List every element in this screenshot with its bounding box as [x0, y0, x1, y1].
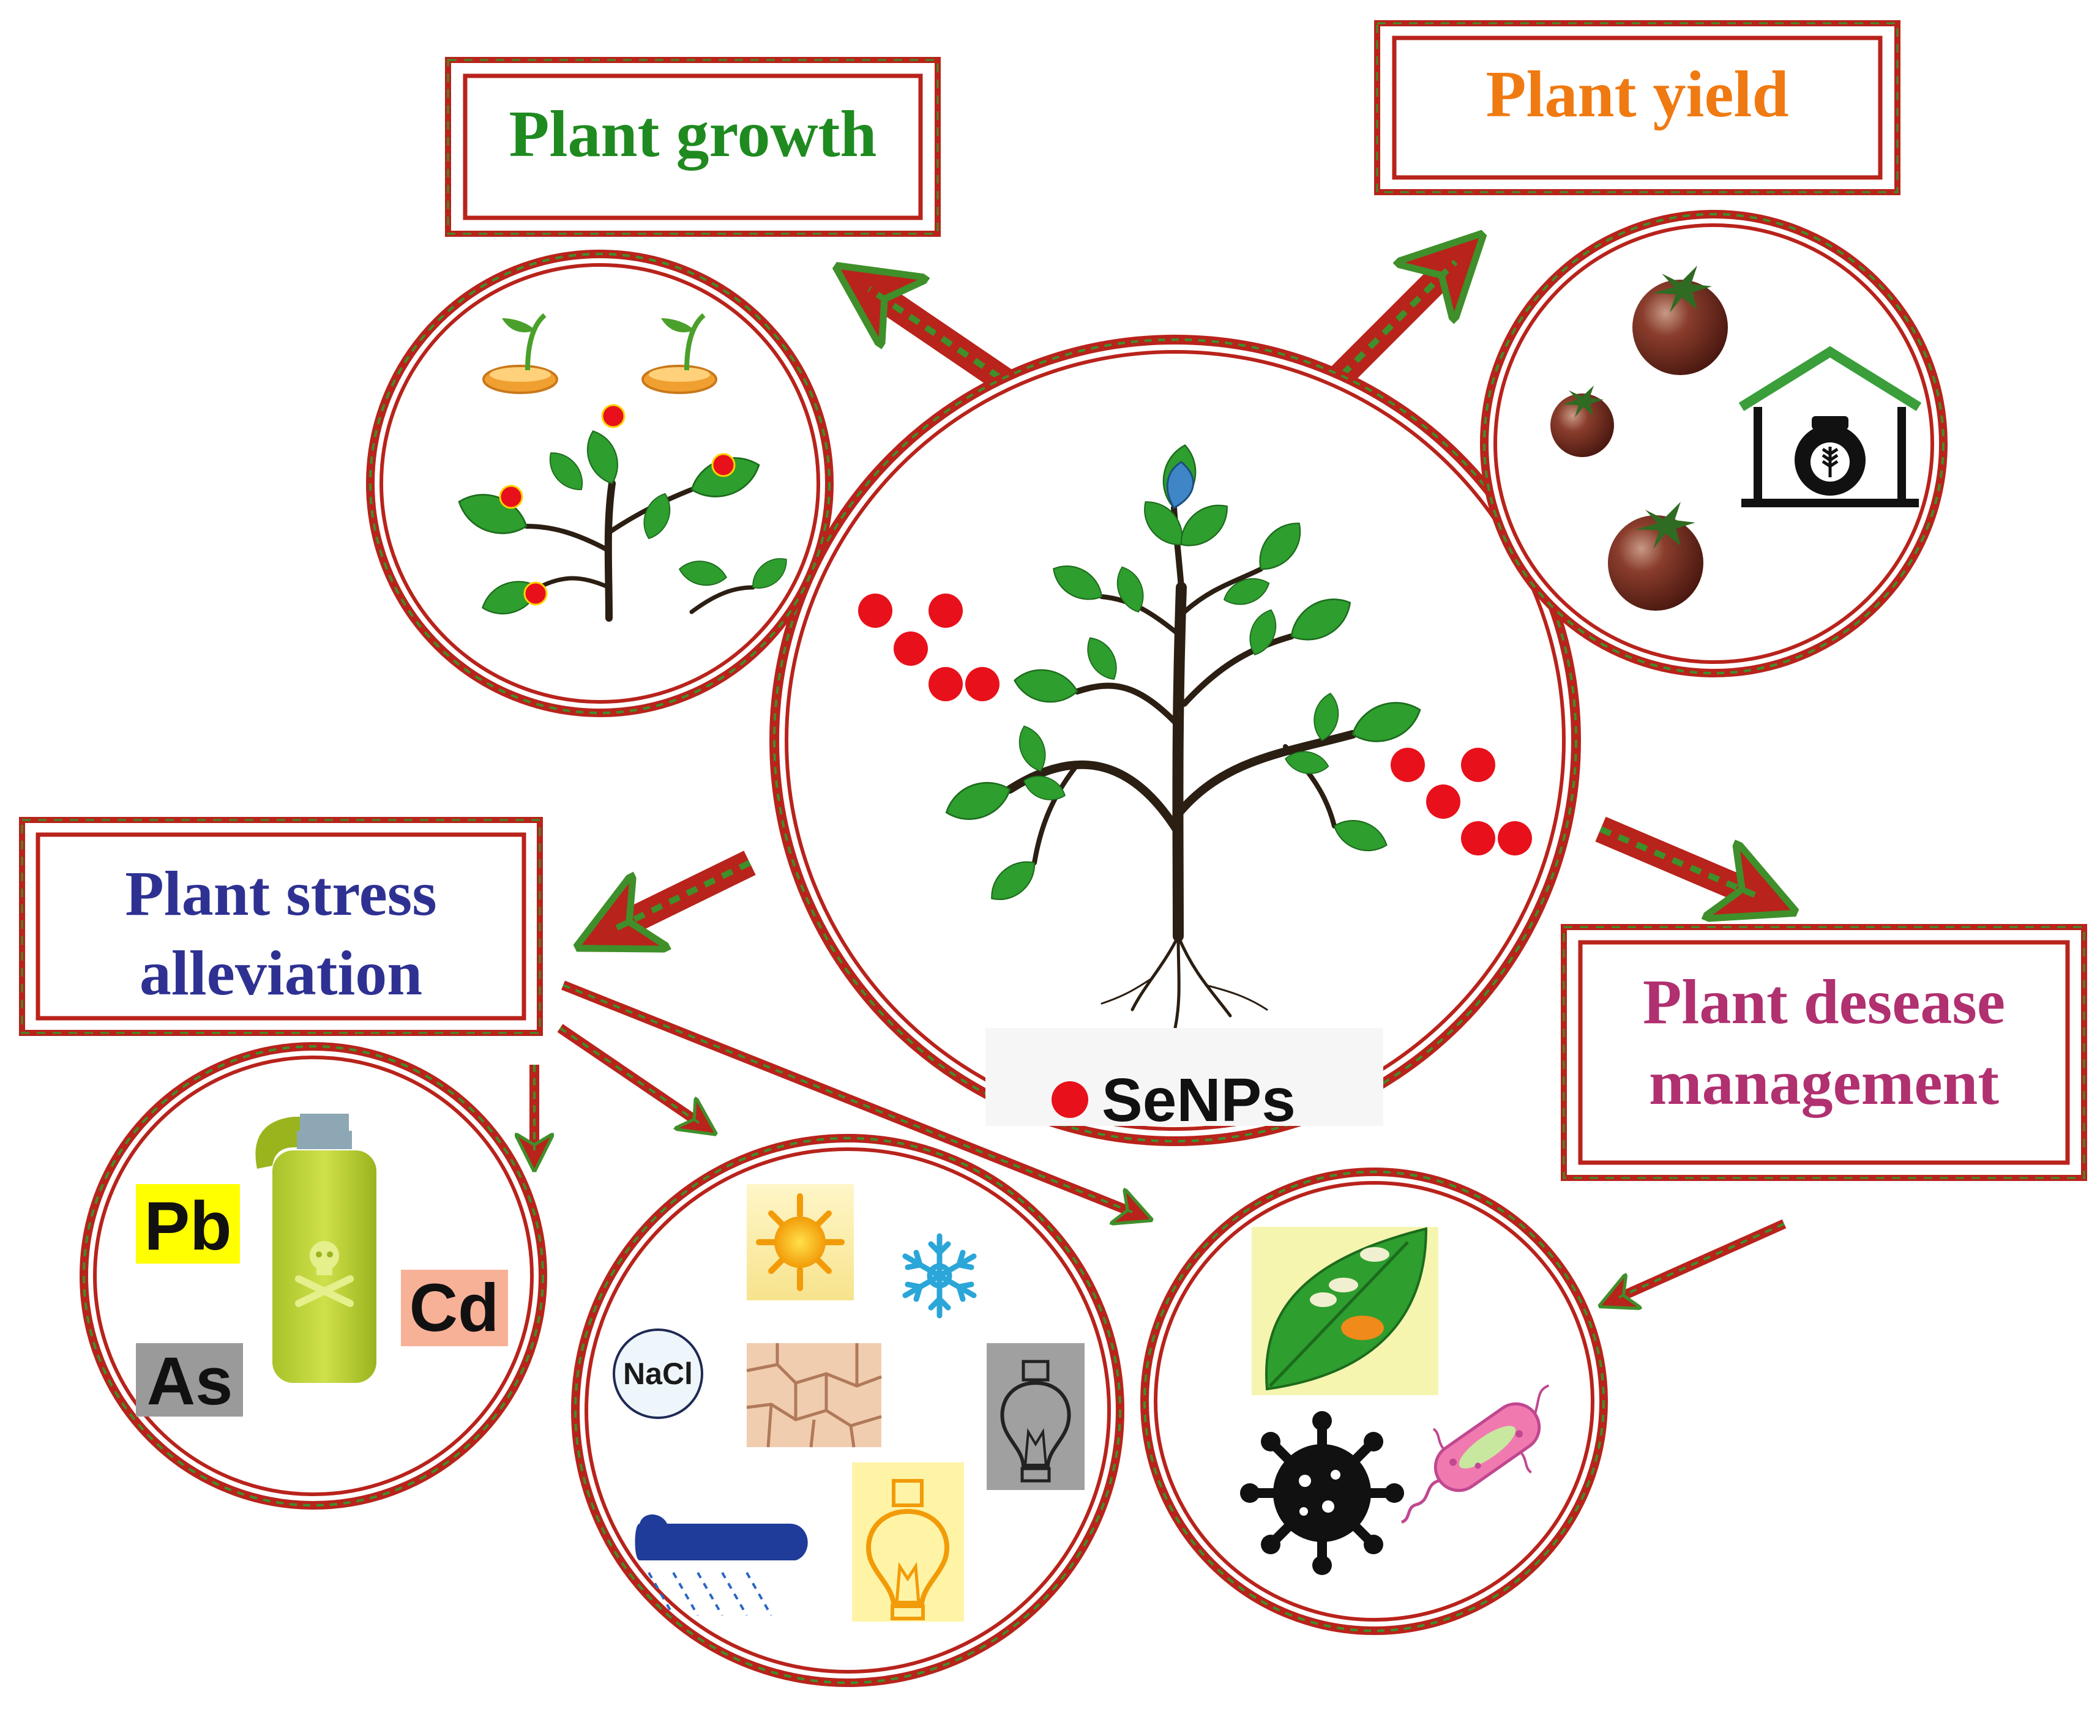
svg-text:Cd: Cd [409, 1270, 499, 1346]
growth-box: Plant growth [445, 57, 941, 237]
tomato-icon [1550, 266, 1728, 611]
snowflake-icon [902, 1233, 977, 1319]
nanoparticle-cluster-right [1391, 748, 1532, 855]
stress-title-line2: alleviation [140, 938, 422, 1008]
arrow-disease-box-to-circle [1613, 1219, 1787, 1300]
bacterium-icon [1400, 1384, 1550, 1524]
stress-title-line1: Plant stress [125, 859, 436, 929]
growth-title: Plant growth [509, 98, 876, 171]
arrow-to-growth [863, 285, 1024, 400]
metal-label-as: As [136, 1343, 243, 1419]
diseased-leaf-icon [1252, 1227, 1438, 1395]
cracked-soil-icon [746, 1343, 882, 1448]
yield-title: Plant yield [1485, 58, 1788, 131]
salt-circle-icon: NaCl [613, 1328, 703, 1419]
grain-storage-house-icon [1738, 346, 1922, 507]
arrow-to-disease [1595, 816, 1766, 900]
toxic-spray-bottle-icon [255, 1114, 376, 1383]
senps-label: SeNPs [1102, 1066, 1296, 1134]
sun-icon [747, 1184, 854, 1300]
rain-cloud-icon [635, 1514, 808, 1616]
yield-box: Plant yield [1374, 20, 1900, 195]
seedling-icon [482, 313, 717, 394]
disease-box: Plant desease management [1561, 924, 2087, 1181]
disease-title-line1: Plant desease [1643, 967, 2005, 1037]
center-plant-icon [940, 441, 1427, 1030]
disease-title-line2: management [1649, 1048, 1999, 1118]
arrow-to-abiotic-stress [557, 1024, 704, 1126]
virus-icon [1240, 1411, 1404, 1575]
light-bulb-icon [852, 1462, 964, 1622]
stress-box: Plant stress alleviation [19, 817, 543, 1036]
light-bulb-icon [987, 1343, 1085, 1490]
senps-legend: SeNPs [985, 1028, 1383, 1134]
nanoparticle-legend-icon [1052, 1081, 1088, 1118]
metal-label-pb: Pb [136, 1184, 240, 1264]
nanoparticle-cluster-left [858, 594, 1000, 701]
arrow-to-stress [606, 851, 756, 933]
svg-text:As: As [147, 1344, 233, 1419]
svg-text:Pb: Pb [144, 1188, 231, 1264]
arrow-to-yield [1318, 257, 1460, 398]
arrow-stress-to-disease-circle [561, 980, 1138, 1215]
metal-label-cd: Cd [401, 1270, 508, 1346]
plant-with-nanoparticles-icon [452, 404, 794, 622]
svg-text:NaCl: NaCl [623, 1357, 693, 1391]
